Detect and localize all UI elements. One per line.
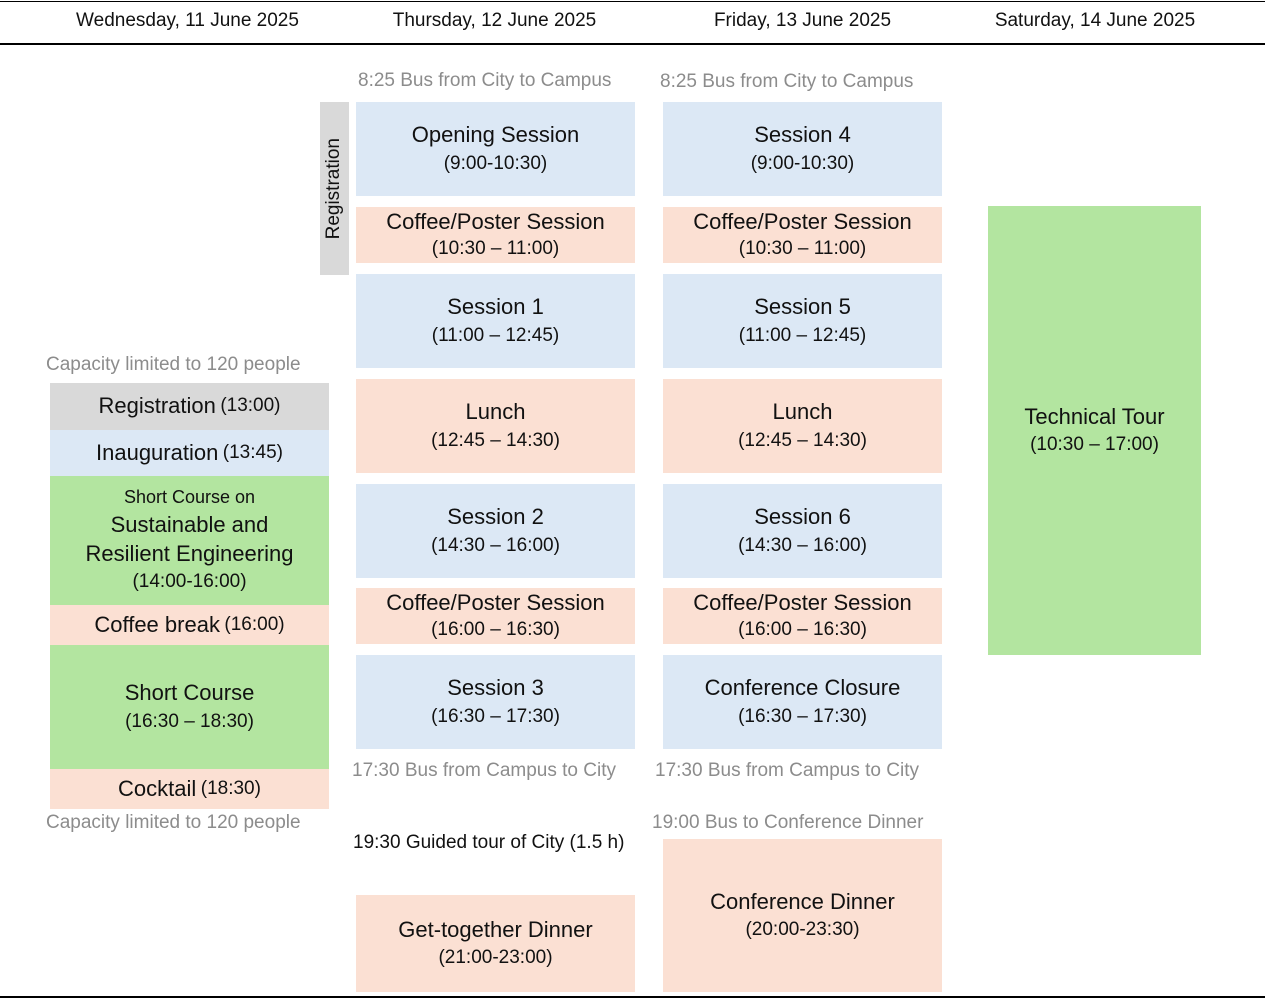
wed-short-course-1-title-line2: Resilient Engineering (85, 541, 294, 567)
thu-opening-title: Opening Session (411, 122, 580, 148)
fri-coffee2-time: (16:00 – 16:30) (738, 618, 867, 640)
fri-session5-title: Session 5 (754, 294, 851, 320)
fri-session-6-block: Session 6 (14:30 – 16:00) (663, 484, 942, 578)
header-bottom-rule (0, 43, 1265, 45)
wed-short-course-1-time: (14:00-16:00) (132, 570, 247, 592)
thu-dinner-time: (21:00-23:00) (438, 947, 553, 969)
fri-bus-morning: 8:25 Bus from City to Campus (660, 71, 914, 92)
day-header-wednesday: Wednesday, 11 June 2025 (76, 10, 299, 31)
wed-coffee-title: Coffee break (94, 611, 220, 637)
wed-short-course-1-block: Short Course on Sustainable and Resilien… (50, 476, 329, 605)
fri-dinner-time: (20:00-23:30) (745, 919, 860, 941)
fri-closure-title: Conference Closure (704, 675, 901, 701)
thu-session2-time: (14:30 – 16:00) (431, 534, 560, 556)
fri-coffee1-title: Coffee/Poster Session (693, 209, 912, 235)
thu-opening-time: (9:00-10:30) (443, 152, 548, 174)
footer-rule (0, 996, 1265, 998)
thu-lunch-block: Lunch (12:45 – 14:30) (356, 379, 635, 473)
thu-lunch-title: Lunch (465, 399, 526, 425)
fri-coffee1-time: (10:30 – 11:00) (738, 237, 867, 259)
wed-capacity-note-bottom: Capacity limited to 120 people (46, 812, 301, 833)
thu-session2-title: Session 2 (447, 504, 544, 530)
fri-conference-dinner-block: Conference Dinner (20:00-23:30) (663, 839, 942, 992)
thu-bus-evening: 17:30 Bus from Campus to City (352, 760, 616, 781)
wed-inauguration-block: Inauguration (13:45) (50, 430, 329, 476)
thu-session-3-block: Session 3 (16:30 – 17:30) (356, 655, 635, 749)
fri-session6-time: (14:30 – 16:00) (738, 534, 867, 556)
day-header-friday: Friday, 13 June 2025 (713, 10, 892, 31)
thu-session-2-block: Session 2 (14:30 – 16:00) (356, 484, 635, 578)
header-top-rule (0, 1, 1265, 2)
thu-session1-time: (11:00 – 12:45) (431, 324, 560, 346)
thu-coffee2-title: Coffee/Poster Session (386, 590, 605, 616)
fri-coffee2-title: Coffee/Poster Session (693, 590, 912, 616)
wed-short-course-2-time: (16:30 – 18:30) (125, 710, 254, 732)
fri-session4-title: Session 4 (754, 122, 851, 148)
wed-capacity-note-top: Capacity limited to 120 people (46, 354, 301, 375)
fri-session-5-block: Session 5 (11:00 – 12:45) (663, 274, 942, 368)
wed-registration-block: Registration (13:00) (50, 383, 329, 430)
thu-registration-bar-label: Registration (323, 137, 345, 240)
thu-registration-bar: Registration (320, 102, 349, 275)
wed-coffee-block: Coffee break (16:00) (50, 605, 329, 645)
fri-session-4-block: Session 4 (9:00-10:30) (663, 102, 942, 196)
wed-inauguration-title: Inauguration (96, 439, 219, 465)
sat-tour-time: (10:30 – 17:00) (1030, 434, 1159, 456)
wed-cocktail-title: Cocktail (118, 775, 197, 801)
thu-dinner-title: Get-together Dinner (398, 916, 593, 942)
thu-bus-morning: 8:25 Bus from City to Campus (358, 70, 612, 91)
wed-short-course-1-pre: Short Course on (123, 487, 256, 508)
fri-bus-evening: 17:30 Bus from Campus to City (655, 760, 919, 781)
thu-coffee-poster-2-block: Coffee/Poster Session (16:00 – 16:30) (356, 588, 635, 644)
thu-coffee1-time: (10:30 – 11:00) (431, 237, 560, 259)
wed-short-course-2-title: Short Course (124, 680, 255, 706)
day-header-thursday: Thursday, 12 June 2025 (392, 10, 597, 31)
wed-registration-time: (13:00) (220, 395, 281, 417)
day-header-saturday: Saturday, 14 June 2025 (994, 10, 1196, 31)
fri-lunch-block: Lunch (12:45 – 14:30) (663, 379, 942, 473)
wed-coffee-time: (16:00) (224, 613, 285, 635)
thu-guided-tour: 19:30 Guided tour of City (1.5 h) (353, 832, 625, 853)
thu-session3-title: Session 3 (447, 675, 544, 701)
wed-short-course-1-title-line1: Sustainable and (110, 512, 269, 537)
thu-coffee-poster-1-block: Coffee/Poster Session (10:30 – 11:00) (356, 207, 635, 263)
thu-lunch-time: (12:45 – 14:30) (431, 429, 560, 451)
thu-opening-session-block: Opening Session (9:00-10:30) (356, 102, 635, 196)
wed-inauguration-time: (13:45) (222, 441, 283, 463)
thu-session3-time: (16:30 – 17:30) (431, 705, 560, 727)
thu-coffee1-title: Coffee/Poster Session (386, 209, 605, 235)
thu-session-1-block: Session 1 (11:00 – 12:45) (356, 274, 635, 368)
fri-lunch-title: Lunch (772, 399, 833, 425)
fri-lunch-time: (12:45 – 14:30) (738, 429, 867, 451)
sat-tour-title: Technical Tour (1024, 403, 1165, 429)
fri-session4-time: (9:00-10:30) (750, 152, 855, 174)
fri-bus-dinner: 19:00 Bus to Conference Dinner (652, 812, 924, 833)
thu-get-together-dinner-block: Get-together Dinner (21:00-23:00) (356, 895, 635, 992)
fri-coffee-poster-1-block: Coffee/Poster Session (10:30 – 11:00) (663, 207, 942, 263)
fri-closure-time: (16:30 – 17:30) (738, 705, 867, 727)
wed-cocktail-block: Cocktail (18:30) (50, 769, 329, 809)
fri-coffee-poster-2-block: Coffee/Poster Session (16:00 – 16:30) (663, 588, 942, 644)
fri-session5-time: (11:00 – 12:45) (738, 324, 867, 346)
wed-cocktail-time: (18:30) (200, 777, 261, 799)
fri-dinner-title: Conference Dinner (710, 888, 895, 914)
fri-session6-title: Session 6 (754, 504, 851, 530)
wed-short-course-2-block: Short Course (16:30 – 18:30) (50, 645, 329, 769)
wed-registration-title: Registration (98, 393, 216, 419)
thu-coffee2-time: (16:00 – 16:30) (431, 618, 560, 640)
sat-technical-tour-block: Technical Tour (10:30 – 17:00) (988, 206, 1201, 655)
fri-conference-closure-block: Conference Closure (16:30 – 17:30) (663, 655, 942, 749)
thu-session1-title: Session 1 (447, 294, 544, 320)
